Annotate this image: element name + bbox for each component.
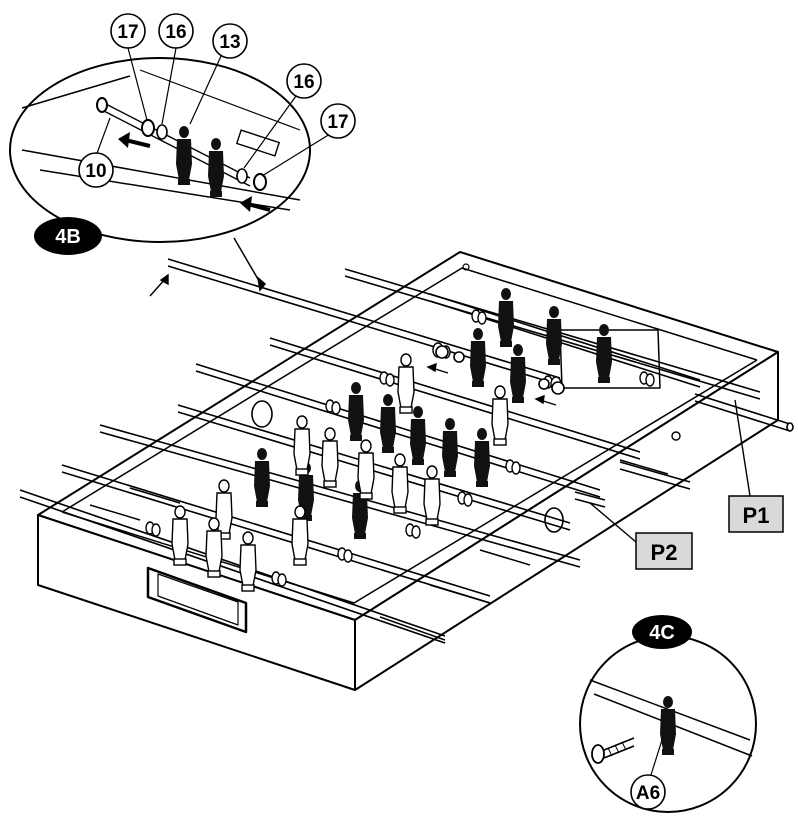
callout-16-right: 16 <box>286 63 322 99</box>
direction-arrows <box>149 273 557 406</box>
callout-16-left: 16 <box>158 13 194 49</box>
rod-stubs <box>89 459 669 641</box>
tag-4c: 4C <box>632 615 692 649</box>
rod-8 <box>61 464 491 604</box>
rod-5 <box>195 363 601 498</box>
callout-a6: A6 <box>630 774 666 810</box>
p1-label: P1 <box>743 503 770 528</box>
screw-a6-icon <box>591 737 635 764</box>
rod-washers <box>435 345 565 395</box>
svg-text:4C: 4C <box>649 622 675 644</box>
svg-text:4B: 4B <box>55 226 81 248</box>
svg-text:17: 17 <box>117 22 138 43</box>
rod-9 <box>19 489 446 644</box>
rod-4 <box>269 337 691 490</box>
svg-text:A6: A6 <box>636 783 660 804</box>
callout-10: 10 <box>78 152 114 188</box>
leader-line-4b <box>233 237 267 292</box>
callout-13: 13 <box>212 23 248 59</box>
part-label-p2: P2 <box>589 502 693 570</box>
part-label-p1: P1 <box>728 399 784 533</box>
tag-4b: 4B <box>34 217 102 255</box>
svg-text:13: 13 <box>219 32 240 53</box>
rod-1 <box>167 258 794 432</box>
rod-7 <box>99 424 581 568</box>
callout-17-right: 17 <box>320 103 356 139</box>
svg-text:10: 10 <box>85 161 106 182</box>
svg-text:17: 17 <box>327 112 348 133</box>
p2-label: P2 <box>651 540 678 565</box>
detail-4b: 17 16 13 16 17 10 4B <box>9 13 356 255</box>
svg-text:16: 16 <box>293 72 314 93</box>
svg-text:16: 16 <box>165 22 186 43</box>
callout-17-left: 17 <box>110 13 146 49</box>
detail-4c: A6 4C <box>579 615 757 813</box>
